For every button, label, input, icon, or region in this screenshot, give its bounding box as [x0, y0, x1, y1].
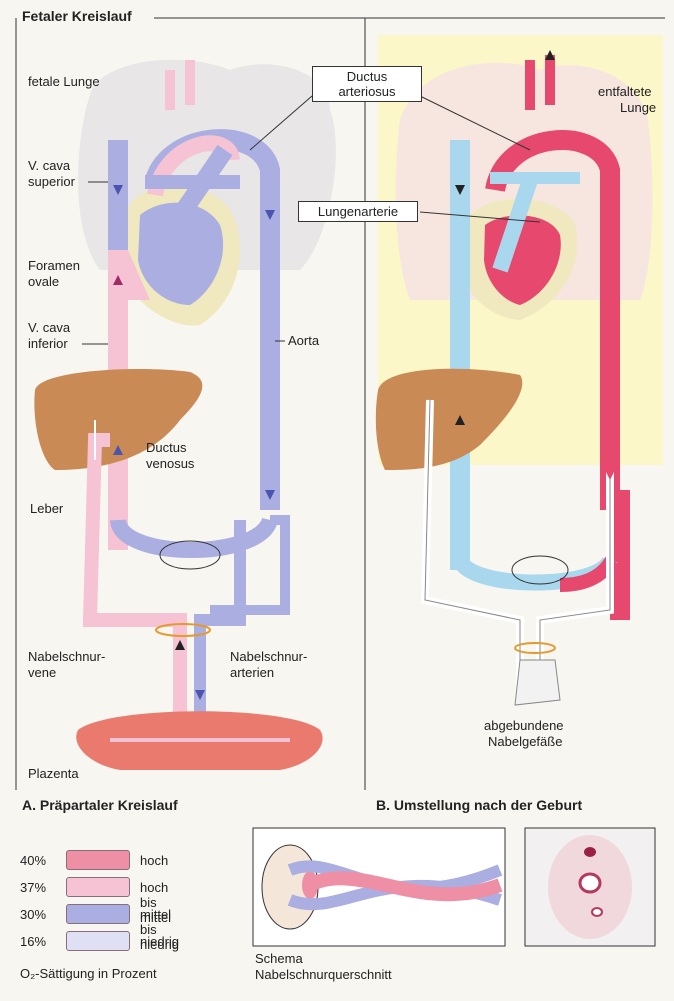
- legend-label: hoch: [140, 853, 168, 868]
- legend-label: niedrig: [140, 934, 179, 949]
- schema-label-1: Schema: [255, 951, 303, 966]
- label-nabelvene-1: Nabelschnur-: [28, 649, 105, 664]
- box-ductus-arteriosus: Ductus arteriosus: [312, 66, 422, 102]
- label-dv-1: Ductus: [146, 440, 186, 455]
- label-leber: Leber: [30, 501, 63, 516]
- schema-label-2: Nabelschnurquerschnitt: [255, 967, 392, 982]
- label-abgebunden-1: abgebundene: [484, 718, 564, 733]
- legend-pct: 40%: [20, 853, 60, 868]
- label-nabelarterien-2: arterien: [230, 665, 274, 680]
- label-vci-1: V. cava: [28, 320, 70, 335]
- label-plazenta: Plazenta: [28, 766, 79, 781]
- legend-pct: 30%: [20, 907, 60, 922]
- label-b-lung-1: entfaltete: [598, 84, 652, 99]
- box-da-line1: Ductus: [317, 69, 417, 84]
- panel-a-header: Fetaler Kreislauf: [22, 8, 132, 24]
- label-dv-2: venosus: [146, 456, 194, 471]
- label-fetal-lung: fetale Lunge: [28, 74, 100, 89]
- newborn-vena-cava: [450, 140, 470, 570]
- umbilical-vein-path: [90, 440, 180, 720]
- legend-footer: O₂-Sättigung in Prozent: [20, 966, 157, 981]
- label-nabelarterien-1: Nabelschnur-: [230, 649, 307, 664]
- label-b-lung-2: Lunge: [620, 100, 656, 115]
- legend-swatch: [66, 904, 130, 924]
- lower-body-loop: [118, 520, 270, 550]
- label-vcs-2: superior: [28, 174, 75, 189]
- label-abgebunden-2: Nabelgefäße: [488, 734, 562, 749]
- box-lungenarterie: Lungenarterie: [298, 201, 418, 222]
- ligated-stump: [515, 660, 560, 705]
- legend-pct: 37%: [20, 880, 60, 895]
- label-nabelvene-2: vene: [28, 665, 56, 680]
- label-vci-2: inferior: [28, 336, 68, 351]
- legend-swatch: [66, 877, 130, 897]
- legend-swatch: [66, 931, 130, 951]
- label-foramen-1: Foramen: [28, 258, 80, 273]
- caption-b: B. Umstellung nach der Geburt: [376, 797, 582, 813]
- box-da-line2: arteriosus: [317, 84, 417, 99]
- caption-a: A. Präpartaler Kreislauf: [22, 797, 178, 813]
- legend-pct: 16%: [20, 934, 60, 949]
- label-aorta: Aorta: [288, 333, 319, 348]
- legend-swatch: [66, 850, 130, 870]
- label-foramen-2: ovale: [28, 274, 59, 289]
- label-vcs-1: V. cava: [28, 158, 70, 173]
